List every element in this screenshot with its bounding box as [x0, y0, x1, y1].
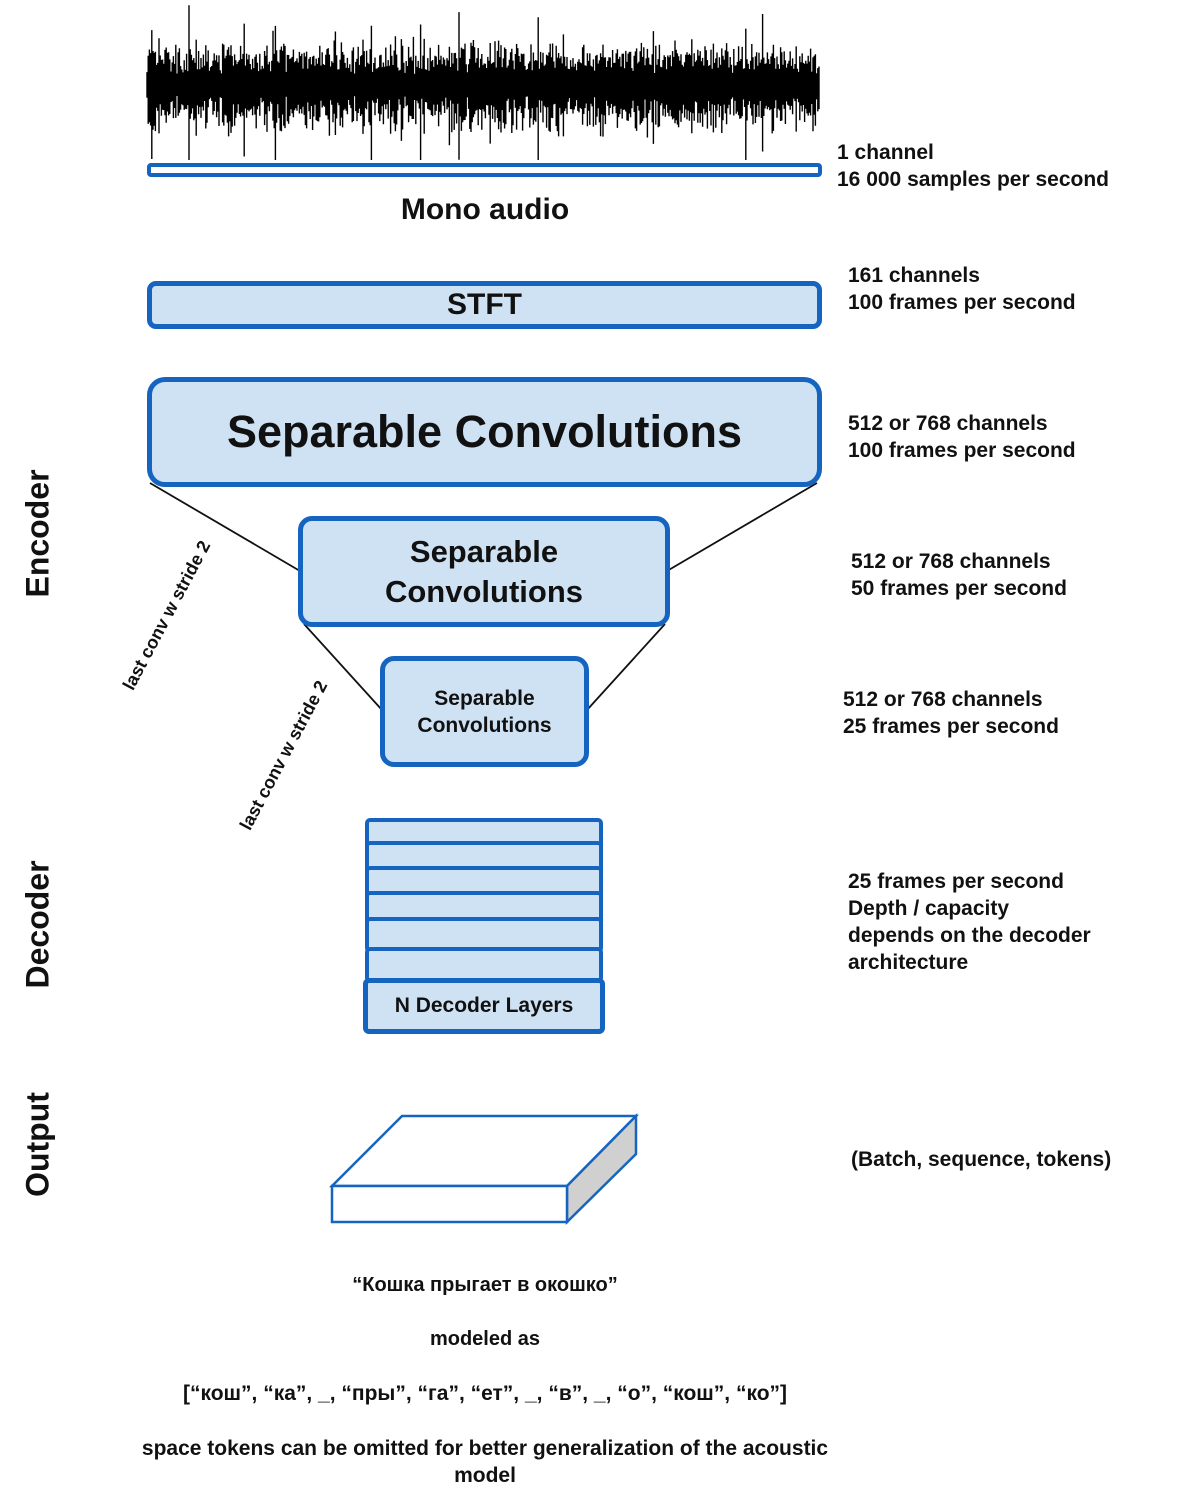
encoder-section-label: Encoder — [19, 469, 56, 598]
sep-conv-block-2-note: 512 or 768 channels 50 frames per second — [851, 550, 1067, 600]
sep-conv-block-3: Separable Convolutions — [380, 656, 589, 767]
sep-conv-block-3-note: 512 or 768 channels 25 frames per second — [843, 688, 1059, 738]
sep-conv-block-1: Separable Convolutions — [147, 377, 822, 487]
tensor-front-face — [330, 1184, 569, 1224]
stft-block: STFT — [147, 281, 822, 329]
token-list: [“кош”, “ка”, _, “пры”, “га”, “ет”, _, “… — [182, 1382, 788, 1405]
connector-line — [149, 482, 301, 572]
decoder-section-label: Decoder — [19, 860, 56, 989]
stft-label: STFT — [447, 288, 522, 321]
sep-conv-block-2-label: Separable Convolutions — [384, 533, 584, 609]
waveform-trace — [146, 5, 820, 160]
connector-line — [303, 623, 383, 711]
waveform — [146, 5, 820, 160]
decoder-layers-block: N Decoder Layers — [363, 978, 605, 1034]
footnote: space tokens can be omitted for better g… — [141, 1437, 829, 1487]
sep-conv-block-3-label: Separable Convolutions — [417, 686, 552, 737]
audio-baseline — [147, 163, 822, 177]
modeled-as-label: modeled as — [429, 1328, 541, 1350]
connector-line — [586, 623, 666, 711]
sep-conv-block-2: Separable Convolutions — [298, 516, 670, 627]
output-section-label: Output — [19, 1092, 56, 1197]
output-phrase: “Кошка прыгает в окошко” — [352, 1274, 618, 1296]
output-tensor — [328, 1112, 639, 1225]
sep-conv-block-1-note: 512 or 768 channels 100 frames per secon… — [848, 412, 1076, 462]
sep-conv-block-1-label: Separable Convolutions — [226, 406, 743, 457]
connector-line — [666, 482, 818, 572]
output-note: (Batch, sequence, tokens) — [851, 1148, 1112, 1171]
decoder-layers-label: N Decoder Layers — [394, 994, 574, 1017]
decoder-note: 25 frames per second Depth / capacity de… — [848, 870, 1091, 974]
stft-note: 161 channels 100 frames per second — [848, 264, 1076, 314]
mono-audio-title: Mono audio — [400, 193, 570, 226]
audio-note: 1 channel 16 000 samples per second — [837, 141, 1109, 191]
